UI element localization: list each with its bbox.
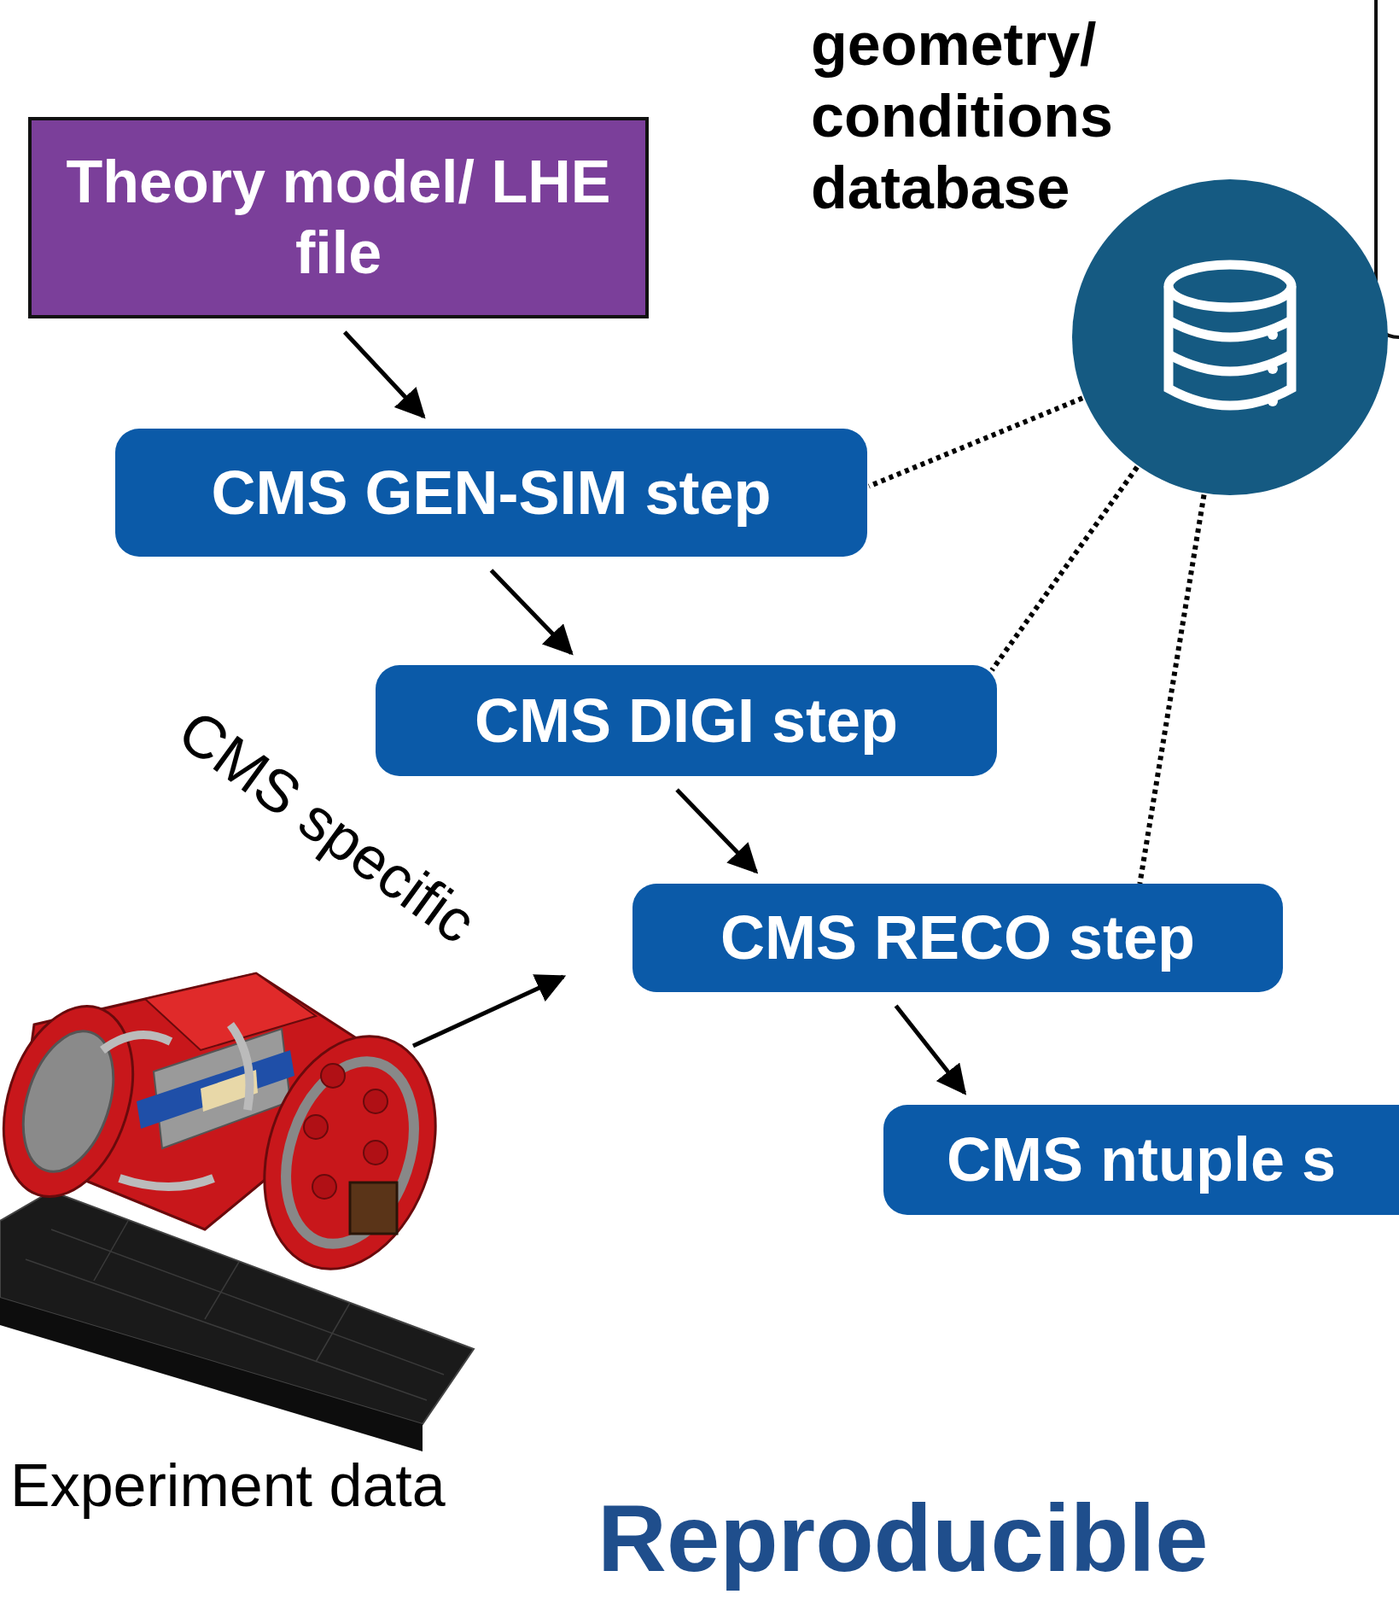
- flow-arrow: [676, 789, 757, 872]
- process-box: CMS DIGI step: [375, 664, 997, 776]
- banner-word: Reproducible: [597, 1483, 1209, 1594]
- dotted-link: [991, 466, 1137, 671]
- box-label: CMS DIGI step: [474, 684, 898, 758]
- database-icon: [1157, 256, 1303, 419]
- dotted-link: [1139, 495, 1204, 884]
- input-box: Theory model/ LHE file: [28, 116, 649, 319]
- box-label: CMS GEN-SIM step: [210, 456, 771, 530]
- database-heading: geometry/ conditions database: [810, 8, 1153, 224]
- process-box: CMS ntuple s: [883, 1104, 1399, 1215]
- box-label: CMS RECO step: [720, 901, 1195, 974]
- box-label: Theory model/ LHE file: [53, 146, 624, 288]
- database-circle: geometry/ conditions database: [1072, 179, 1388, 496]
- dotted-link: [868, 397, 1083, 486]
- box-label: CMS ntuple s: [946, 1123, 1336, 1196]
- illustration-caption: Experiment data: [10, 1451, 446, 1521]
- detector-illustration: [0, 973, 474, 1452]
- flow-arrow: [344, 332, 424, 417]
- process-box: CMS GEN-SIM step: [115, 428, 868, 557]
- data-arrow: [413, 976, 564, 1046]
- flow-arrow: [491, 570, 572, 653]
- process-box: CMS RECO step: [632, 883, 1283, 992]
- flow-arrow: [896, 1005, 965, 1093]
